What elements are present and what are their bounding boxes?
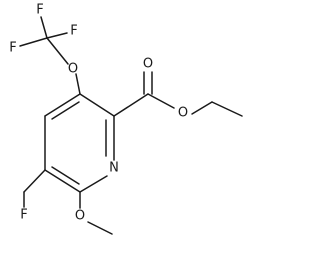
atom-labels: F F F O O O N F O <box>9 3 188 224</box>
atom-o-carbonyl: O <box>143 57 153 72</box>
bond-ring-c3-c4-inner <box>51 101 80 120</box>
atom-f-top: F <box>36 3 43 18</box>
bond-ring-c3-c4 <box>44 93 81 117</box>
bond-o-methyl <box>87 221 113 235</box>
bond-ring-c6-n <box>79 175 108 193</box>
bond-c2-carbonyl <box>113 93 149 117</box>
bond-c-o-ether <box>46 37 69 65</box>
atom-f-left: F <box>9 41 16 56</box>
atom-o-ester: O <box>178 106 188 121</box>
bond-c-f-top <box>40 16 48 39</box>
bond-ch2-ch3 <box>211 101 243 117</box>
bond-o-ring <box>75 73 81 95</box>
bond-c5-ch2f <box>23 169 46 193</box>
chemical-structure-diagram: F F F O O O N F O <box>9 3 243 235</box>
bond-carbonyl-o-ester <box>147 93 175 109</box>
bond-ring-c5-c6 <box>44 169 81 193</box>
bond-ring-c5-c6-inner <box>51 166 80 185</box>
atom-f-mid: F <box>70 24 77 39</box>
bond-lines <box>19 16 243 235</box>
atom-f-ch2: F <box>20 208 27 223</box>
atom-n-ring: N <box>109 161 119 176</box>
bond-o-ch2 <box>191 101 213 115</box>
bond-c-f-mid <box>46 32 68 39</box>
atom-o-methoxy: O <box>75 209 85 224</box>
bond-ring-c3-c2 <box>79 93 115 117</box>
bond-c-f-left <box>19 37 48 47</box>
atom-o-ether: O <box>68 62 78 77</box>
